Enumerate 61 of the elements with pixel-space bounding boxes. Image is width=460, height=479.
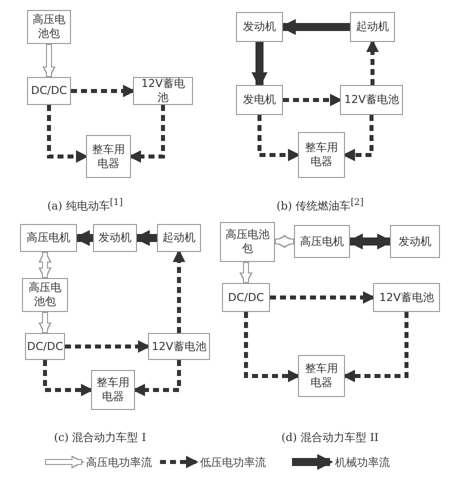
component-box (220, 222, 275, 262)
component-box (298, 355, 345, 397)
component-label: 高压电池包 (224, 228, 270, 256)
component-label: 整车用电器 (96, 376, 130, 404)
component-label: 整车用电器 (304, 362, 339, 390)
arrow (239, 262, 253, 286)
panel-caption: (c) 混合动力车型 I (54, 430, 146, 445)
component-box (133, 77, 193, 105)
arrow (128, 105, 165, 163)
component-box (86, 135, 131, 178)
component-box (222, 283, 270, 312)
component-box (25, 333, 65, 360)
panel-caption: (a) 纯电动车$^{[1]}$ (47, 197, 123, 214)
component-label: 发动机 (242, 20, 277, 34)
component-label: 起动机 (355, 20, 390, 34)
component-label: 12V蓄电池 (343, 93, 400, 107)
component-box (27, 77, 71, 105)
component-box (373, 283, 440, 312)
component-box (22, 278, 68, 312)
component-label: 12V蓄电池 (378, 290, 435, 304)
component-box (294, 225, 350, 258)
component-box (148, 333, 210, 360)
component-box (236, 85, 283, 115)
component-label: 高压电池包 (28, 281, 62, 309)
arrow (42, 44, 56, 80)
legend-label: 低压电功率流 (200, 455, 266, 470)
component-label: 高压电机 (26, 231, 72, 245)
legend-label: 高压电功率流 (86, 455, 152, 470)
panel-caption: (d) 混合动力车型 II (281, 430, 379, 445)
arrow (342, 312, 408, 382)
component-box (20, 224, 77, 252)
component-label: 起动机 (162, 231, 196, 245)
panel-caption: (b) 传统燃油车$^{[2]}$ (276, 197, 364, 214)
legend-label: 机械功率流 (335, 455, 390, 470)
component-label: 高压电机 (299, 234, 345, 248)
arrow (65, 340, 151, 353)
component-label: 发电机 (242, 93, 277, 107)
component-label: 高压电池包 (32, 13, 66, 41)
component-box (91, 370, 135, 410)
component-label: 12V蓄电池 (150, 340, 208, 354)
component-label: DC/DC (30, 84, 68, 98)
component-label: 整车用电器 (91, 142, 126, 170)
component-box (298, 132, 345, 178)
component-label: 12V蓄电池 (140, 77, 186, 105)
component-box (93, 224, 137, 252)
arrow (71, 84, 136, 98)
component-label: 发动机 (398, 234, 432, 248)
component-box (236, 12, 283, 42)
component-box (27, 10, 71, 44)
component-box (157, 224, 201, 252)
arrow (270, 291, 376, 304)
component-label: DC/DC (26, 340, 64, 354)
component-label: 发动机 (98, 231, 132, 245)
component-box (340, 85, 403, 115)
arrow (38, 312, 52, 336)
component-box (390, 225, 440, 258)
component-label: 整车用电器 (304, 141, 339, 169)
component-label: DC/DC (226, 290, 265, 304)
arrow (342, 115, 374, 162)
component-box (350, 12, 395, 42)
arrow (132, 360, 181, 396)
